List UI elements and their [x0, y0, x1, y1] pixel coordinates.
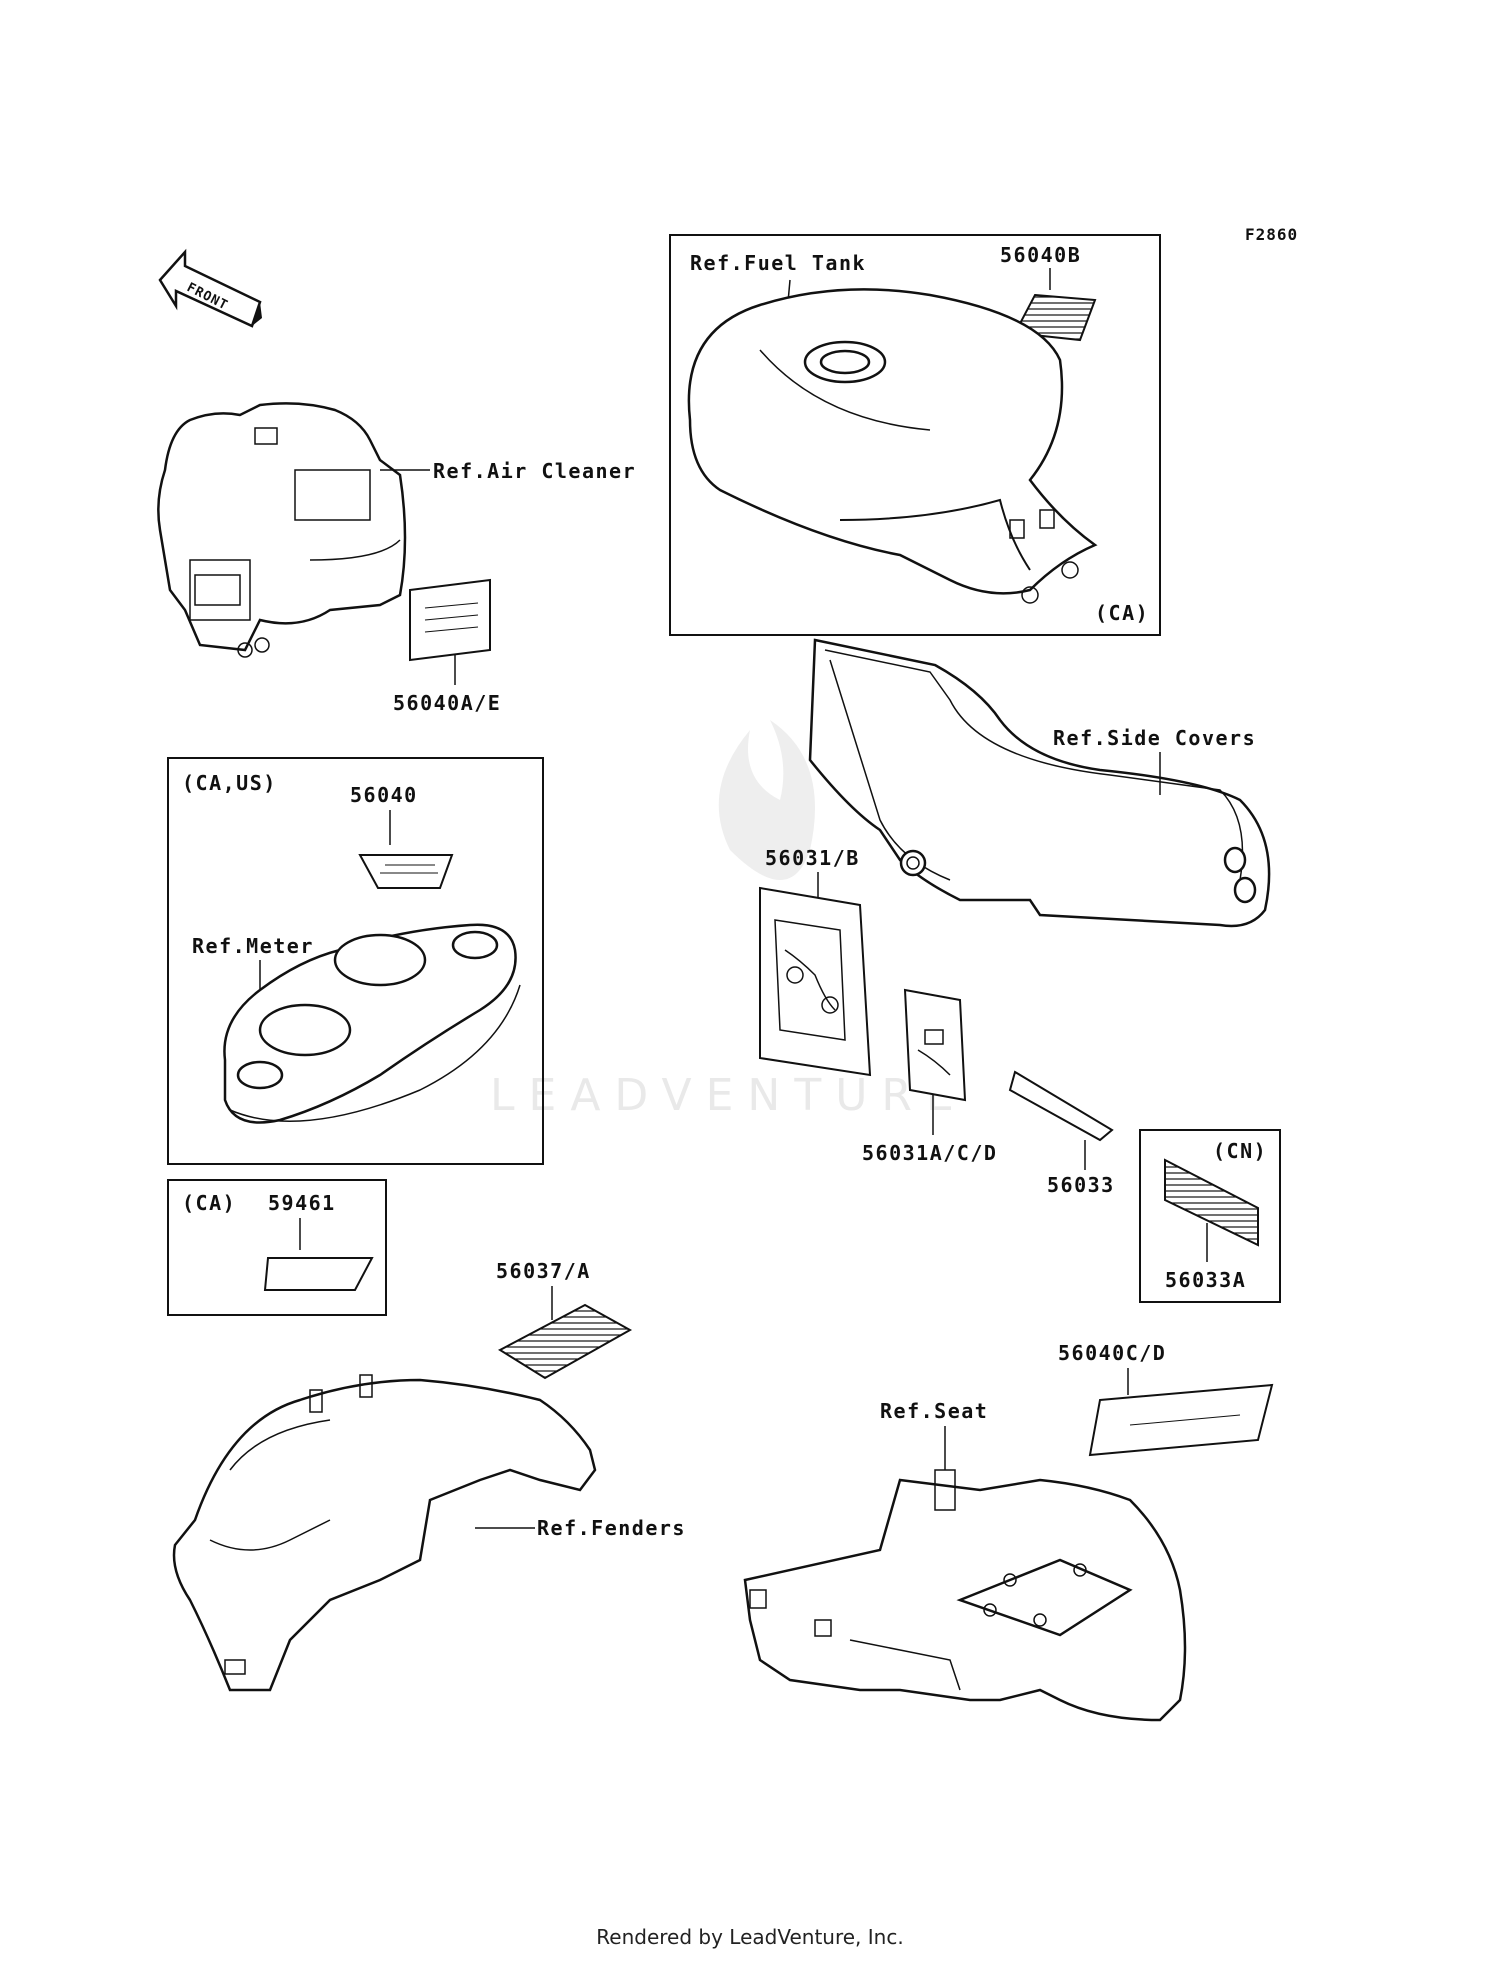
meter-label: Ref.Meter — [192, 934, 314, 958]
figure-code: F2860 — [1245, 225, 1298, 244]
front-arrow-icon: FRONT — [158, 248, 262, 328]
side-covers-group: Ref.Side Covers — [808, 638, 1271, 928]
ca-box — [167, 1179, 387, 1316]
decal-56031B — [759, 886, 872, 1077]
gauge-right-icon — [451, 930, 499, 960]
air-cleaner-group: Ref.Air Cleaner 56040A/E — [157, 402, 636, 715]
meter-housing — [223, 923, 517, 1124]
fenders-label: Ref.Fenders — [537, 1516, 686, 1540]
seat-group: Ref.Seat — [743, 1399, 1187, 1722]
speedometer-icon — [333, 933, 427, 987]
side-covers-label: Ref.Side Covers — [1053, 726, 1256, 750]
fender-shape — [172, 1378, 597, 1692]
air-cleaner-shape — [157, 402, 407, 652]
fuel-tank-shape — [687, 288, 1098, 595]
56040CD-group: 56040C/D — [1058, 1341, 1274, 1457]
part-56037A: 56037/A — [496, 1259, 591, 1283]
watermark: LEADVENTURE — [490, 720, 968, 1121]
tachometer-icon — [258, 1003, 352, 1057]
56033-group: 56033 — [1008, 1070, 1115, 1197]
footer: Rendered by LeadVenture, Inc. — [596, 1925, 904, 1949]
meter-box — [167, 757, 544, 1165]
part-56040: 56040 — [350, 783, 418, 807]
cn-box — [1139, 1129, 1281, 1303]
meter-group: (CA,US) 56040 Ref.Meter — [167, 757, 544, 1165]
decal-56033 — [1008, 1070, 1114, 1142]
decal-56040 — [358, 854, 454, 889]
fuel-tank-group: Ref.Fuel Tank 56040B (CA) — [669, 234, 1161, 636]
part-56040B: 56040B — [1000, 243, 1081, 267]
cn-region: (CN) — [1213, 1139, 1267, 1163]
fuel-tank-label: Ref.Fuel Tank — [690, 251, 866, 275]
decal-56040B — [1013, 293, 1097, 342]
56031ACD-group: 56031A/C/D — [862, 988, 997, 1165]
decal-59461 — [263, 1257, 374, 1291]
decal-56033A — [1164, 1158, 1259, 1247]
part-56031B: 56031/B — [765, 846, 860, 870]
part-56033: 56033 — [1047, 1173, 1115, 1197]
decal-56031ACD — [903, 988, 967, 1102]
56031B-group: 56031/B — [759, 846, 872, 1077]
ca-59461-group: (CA) 59461 — [167, 1179, 387, 1316]
seat-label: Ref.Seat — [880, 1399, 988, 1423]
part-56040CD: 56040C/D — [1058, 1341, 1166, 1365]
fenders-group: Ref.Fenders — [172, 1374, 686, 1692]
gauge-left-icon — [236, 1060, 284, 1090]
part-56040AE: 56040A/E — [393, 691, 501, 715]
fuel-tank-box — [669, 234, 1161, 636]
air-cleaner-label: Ref.Air Cleaner — [433, 459, 636, 483]
side-cover-shape — [808, 638, 1271, 928]
part-56031ACD: 56031A/C/D — [862, 1141, 997, 1165]
decal-56037A — [497, 1303, 633, 1380]
56037A-group: 56037/A — [496, 1259, 633, 1380]
part-59461: 59461 — [268, 1191, 336, 1215]
meter-region: (CA,US) — [182, 771, 277, 795]
part-56033A: 56033A — [1165, 1268, 1246, 1292]
fuel-tank-region: (CA) — [1095, 601, 1149, 625]
decal-56040AE — [409, 578, 491, 662]
watermark-text: LEADVENTURE — [490, 1070, 968, 1121]
cn-56033A-group: (CN) 56033A — [1139, 1129, 1281, 1303]
ca-region: (CA) — [182, 1191, 236, 1215]
